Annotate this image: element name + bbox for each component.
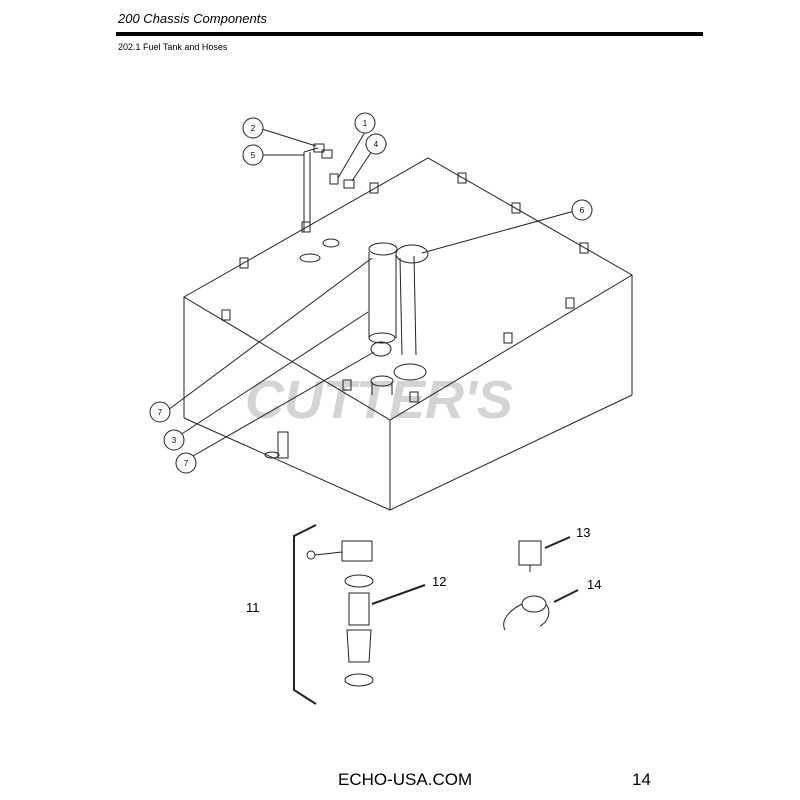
callout-2: 2 xyxy=(251,124,256,133)
callout-1: 1 xyxy=(363,119,368,128)
leader-12 xyxy=(371,584,426,605)
callout-3: 3 xyxy=(172,436,177,445)
callout-7a-circle xyxy=(149,401,171,423)
callout-4: 4 xyxy=(374,140,379,149)
header-rule xyxy=(116,32,703,36)
fuel-hoses xyxy=(368,242,429,395)
callout-5-circle xyxy=(242,144,264,166)
fuel-pickup-tube xyxy=(299,147,340,263)
fuel-pump xyxy=(503,589,579,631)
group-bracket xyxy=(293,524,317,705)
callout-11: 11 xyxy=(246,600,260,615)
callout-1-circle xyxy=(354,112,376,134)
fuel-filter-assembly xyxy=(306,540,374,687)
fittings xyxy=(313,143,355,189)
callout-6-circle xyxy=(571,199,593,221)
callout-2-circle xyxy=(242,117,264,139)
section-title: 200 Chassis Components xyxy=(118,11,267,26)
callout-6: 6 xyxy=(580,206,585,215)
fuel-tank xyxy=(183,157,633,511)
footer-website: ECHO-USA.COM xyxy=(338,770,473,789)
callout-3-circle xyxy=(163,429,185,451)
page-number: 14 xyxy=(632,770,651,789)
callout-7a: 7 xyxy=(158,408,163,417)
callout-4-circle xyxy=(365,133,387,155)
subsection-title: 202.1 Fuel Tank and Hoses xyxy=(118,42,228,52)
callout-7b: 7 xyxy=(184,459,189,468)
callout-5: 5 xyxy=(251,151,256,160)
callout-12: 12 xyxy=(432,574,446,589)
callout-14: 14 xyxy=(587,577,601,592)
inline-fuel-filter xyxy=(518,536,571,572)
callout-7b-circle xyxy=(175,452,197,474)
watermark: CUTTER'S xyxy=(245,370,513,430)
callout-13: 13 xyxy=(576,525,590,540)
